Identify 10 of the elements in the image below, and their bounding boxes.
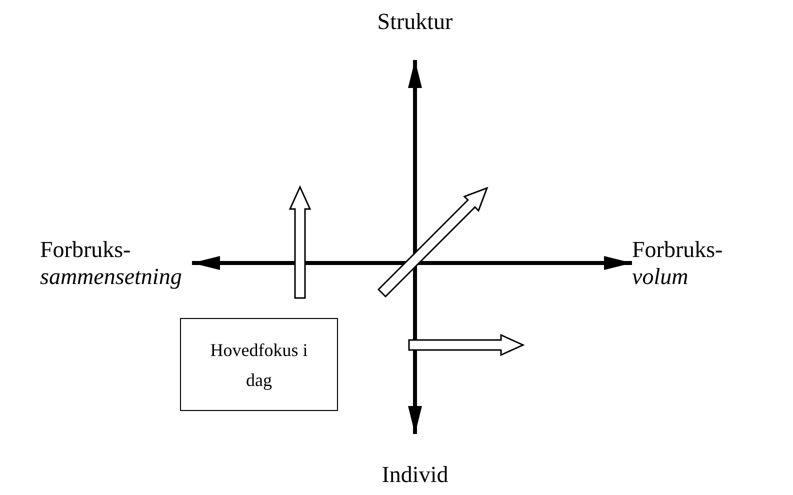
double-arrow <box>408 60 422 434</box>
axis-label-text: Forbruks- <box>40 236 131 263</box>
axis-label-text: Individ <box>382 461 448 488</box>
axis-label-text: sammensetning <box>40 263 182 290</box>
box-text: Hovedfokus i dag <box>209 338 309 392</box>
double-arrow <box>192 256 632 270</box>
axis-label-text: volum <box>632 263 688 290</box>
axis-label-text: Forbruks- <box>632 236 723 263</box>
text-box <box>180 318 338 411</box>
axis-label-text: Struktur <box>377 8 453 35</box>
